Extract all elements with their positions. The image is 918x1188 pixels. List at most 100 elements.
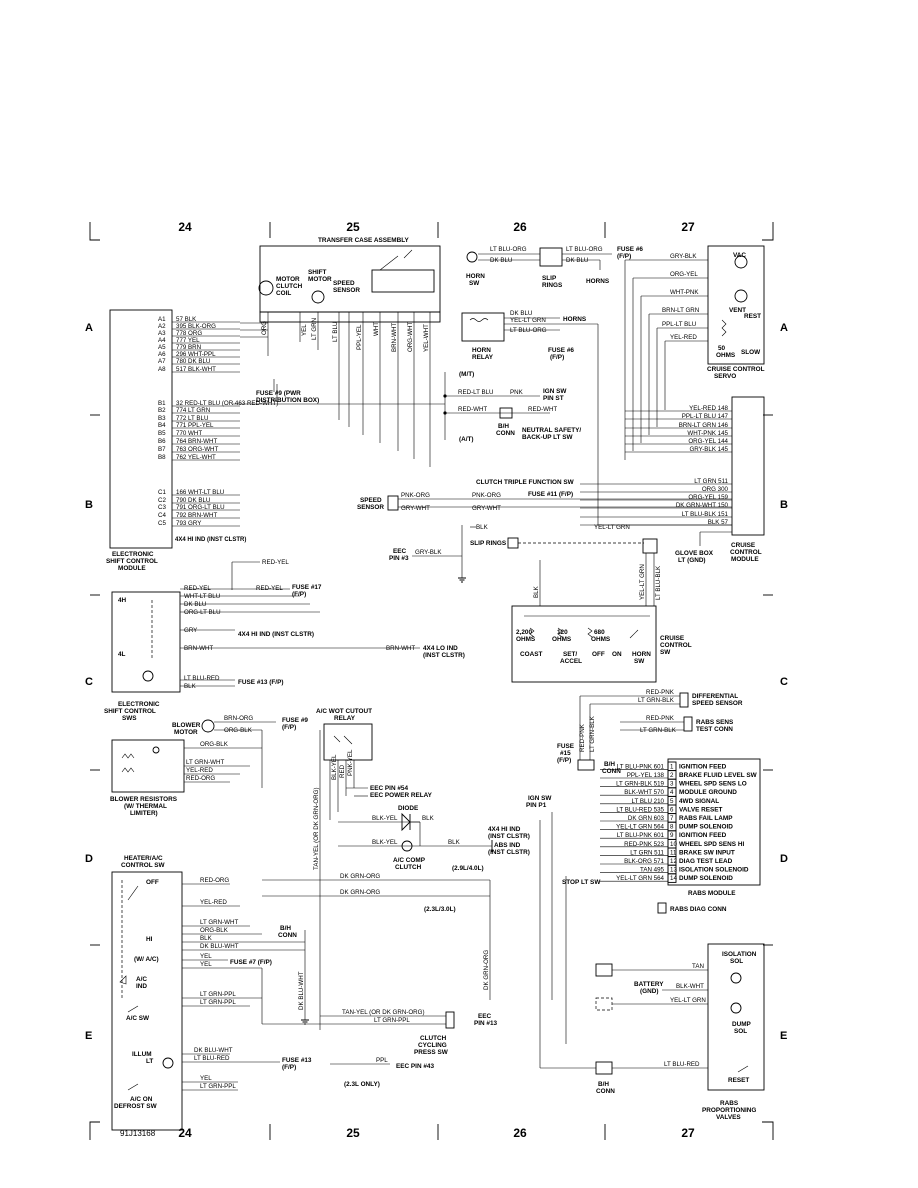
figure-id: 91J13168 (120, 1129, 156, 1138)
wire-label: DK BLU (510, 310, 532, 317)
wire-label: LT GRN-BLK (589, 715, 596, 752)
cruise-control-servo: VAC VENT REST 50 OHMS SLOW CRUISE CONTRO… (707, 245, 765, 380)
escm-pin-wire: 763 ORG-WHT (176, 446, 219, 453)
wire-label: ORG-BLK (224, 727, 253, 734)
rabs-valves-label: VALVES (716, 1114, 741, 1121)
rabs-pin-number: 8 (670, 824, 674, 831)
blower-motor-icon (201, 719, 215, 733)
vent-solenoid-icon (734, 289, 748, 303)
row-label: D (780, 853, 788, 865)
glove-box-label: GLOVE BOX (675, 550, 714, 557)
4x4-hi-ind-label: 4X4 HI IND (INST CLSTR) (238, 631, 314, 638)
escm-pin-wire: 32 RED-LT BLU (OR 463 RED-WHT) (176, 400, 278, 407)
rabs-pin-wire: DK GRN 603 (628, 815, 665, 822)
rabs-pin-function: IGNITION FEED (679, 763, 727, 770)
rabs-pin-number: 14 (670, 875, 677, 882)
escm-sw-wires (180, 561, 420, 687)
rabs-pin-number: 3 (670, 781, 674, 788)
frame-marks (89, 222, 774, 1140)
escm-pin-wire: 57 BLK (176, 316, 197, 323)
eec-13-label: PIN #13 (474, 1020, 498, 1027)
vac-solenoid-icon (734, 255, 748, 269)
ccm-pin-wire: ORG-YEL 159 (688, 494, 728, 501)
cruise-sw-connector (642, 538, 658, 554)
escm-label: ELECTRONIC (112, 551, 154, 558)
ccm-label: MODULE (731, 556, 759, 563)
wire-label: LT GRN-WHT (200, 919, 238, 926)
transfer-case-connector: ORG YEL LT GRN LT BLU PPL-YEL WHT BRN-WH… (259, 311, 441, 467)
ign-neutral-area: (M/T) RED-LT BLU PNK IGN SW PIN ST RED-W… (443, 371, 581, 443)
escm-pin-wire: 780 DK BLU (176, 358, 210, 365)
row-label: C (780, 676, 788, 688)
wire-label: LT BLU (332, 322, 339, 342)
dump-sol-icon (730, 1002, 742, 1014)
ign-sw-p1-label: PIN P1 (526, 802, 547, 809)
differential-speed-sensor: DIFFERENTIAL SPEED SENSOR RED-PNK LT GRN… (557, 689, 743, 775)
neutral-sw-label: BACK-UP LT SW (522, 434, 573, 441)
escm-pin-wire: 166 WHT-LT BLU (176, 489, 224, 496)
wire-label: BLK (448, 839, 461, 846)
wire-label: RED-PNK (579, 723, 586, 752)
wire-label: BRN-LT GRN (662, 307, 699, 314)
wire-label: WHT-PNK (670, 289, 699, 296)
rabs-pin-wire: YEL-LT GRN 564 (616, 824, 664, 831)
column-label: 26 (513, 220, 527, 234)
electronic-shift-control-sw: 4H 4L ELECTRONIC SHIFT CONTROL SWS (104, 591, 181, 722)
speed-sensor-label: SPEED (333, 280, 355, 287)
escm-pin-id: A4 (158, 337, 166, 344)
ccm-pin-wire: BRN-LT GRN 146 (679, 422, 729, 429)
wire-label: PNK (510, 389, 524, 396)
bh-connector (499, 407, 513, 419)
diff-sensor-label: DIFFERENTIAL (692, 693, 738, 700)
wire-label: LT GRN-BLK (638, 697, 675, 704)
escm-pin-id: B5 (158, 430, 166, 437)
blower-res-label: LIMITER) (130, 810, 158, 817)
clutch-cyc-label: CYCLING (418, 1042, 447, 1049)
rabs-pin-wire: LT GRN 511 (630, 849, 664, 856)
escm-sw-label: SHIFT CONTROL (104, 708, 156, 715)
motor-clutch-label: CLUTCH (276, 283, 303, 290)
horn-relay-label: RELAY (472, 354, 494, 361)
ohms-2200-label: OHMS (516, 636, 536, 643)
fuse-6-label: (F/P) (617, 253, 631, 260)
wire-label: LT BLU-RED (184, 675, 220, 682)
ccm-pin-wire: BLK 57 (708, 519, 729, 526)
illum-label: LT (146, 1058, 153, 1065)
4x4-ind-label: 4X4 HI IND (488, 826, 521, 833)
escm-pin-wire: 791 ORG-LT BLU (176, 504, 225, 511)
4h-label: 4H (118, 597, 127, 604)
horn-sw-label: SW (634, 658, 645, 665)
dump-label: SOL (734, 1028, 747, 1035)
4x4-lo-ind-label: 4X4 LO IND (423, 645, 458, 652)
wire-label: ORG (261, 321, 268, 335)
motor-clutch-label: MOTOR (276, 276, 300, 283)
rabs-pin-function: RABS FAIL LAMP (679, 815, 733, 822)
horn-relay-label: HORN (472, 347, 491, 354)
abs-ind-label: (INST CLSTR) (488, 849, 530, 856)
rabs-diag-connector (657, 902, 667, 914)
rabs-pin-wire: LT GRN-BLK 519 (616, 781, 664, 788)
ohms-50-label: 50 (718, 345, 726, 352)
blower-motor-label: BLOWER (172, 722, 201, 729)
blower-resistors: BLOWER RESISTORS (W/ THERMAL LIMITER) (110, 739, 185, 817)
rabs-pin-function: MODULE GROUND (679, 789, 737, 796)
escm-pin-id: A8 (158, 366, 166, 373)
speed-sensor-mid: SPEED SENSOR PNK-ORG GRY-WHT PNK-ORG GRY… (357, 492, 732, 512)
row-label: A (85, 322, 93, 334)
ground-icon (458, 577, 466, 583)
wire-label: BRN-ORG (224, 715, 253, 722)
column-label: 24 (178, 1126, 192, 1140)
ac-sw-label: A/C SW (126, 1015, 150, 1022)
wire-label: WHT-LT BLU (184, 593, 220, 600)
escm-pin-wire: 774 LT GRN (176, 407, 210, 414)
wire-label: YEL-RED (670, 334, 697, 341)
rabs-pin-wire: BLK-ORG 571 (624, 858, 664, 865)
heater-sw-label: CONTROL SW (121, 862, 166, 869)
rabs-pin-function: BRAKE SW INPUT (679, 849, 735, 856)
wire-label: LT GRN-PPL (200, 999, 236, 1006)
wire-label: GRY (184, 627, 197, 634)
column-labels-top: 24 25 26 27 (178, 220, 695, 234)
escm-pin-wire: 772 LT BLU (176, 415, 208, 422)
escm-pin-id: B2 (158, 407, 166, 414)
escm-pin-wire: 395 BLK-ORG (176, 323, 216, 330)
